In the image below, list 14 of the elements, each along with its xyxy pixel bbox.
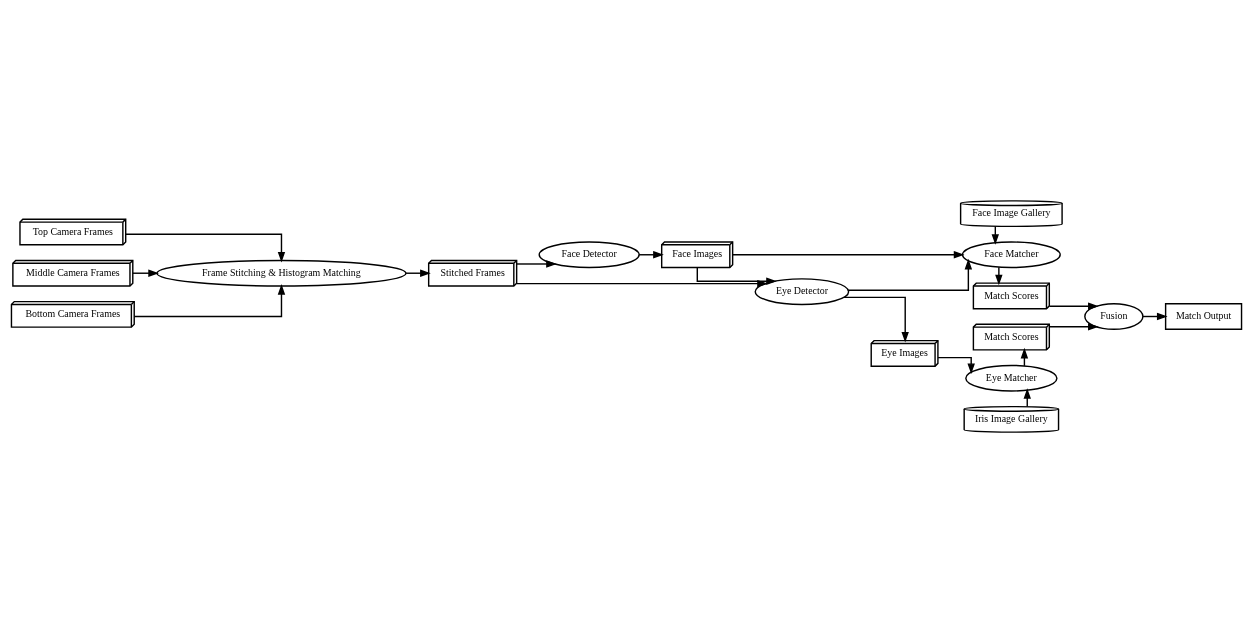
arrow bbox=[516, 260, 557, 268]
arrow bbox=[843, 296, 909, 343]
node-ellipse: Frame Stitching & Histogram Matching bbox=[156, 259, 407, 287]
arrow bbox=[847, 258, 973, 291]
arrow bbox=[125, 233, 286, 263]
arrow bbox=[995, 266, 1003, 286]
arrow bbox=[937, 356, 975, 375]
arrow bbox=[1048, 323, 1099, 331]
arrow bbox=[1048, 302, 1099, 310]
node-box: Match Output bbox=[1164, 303, 1243, 330]
arrow bbox=[516, 279, 768, 288]
arrow bbox=[732, 251, 965, 259]
arrow bbox=[696, 267, 777, 285]
arrow bbox=[133, 284, 286, 318]
